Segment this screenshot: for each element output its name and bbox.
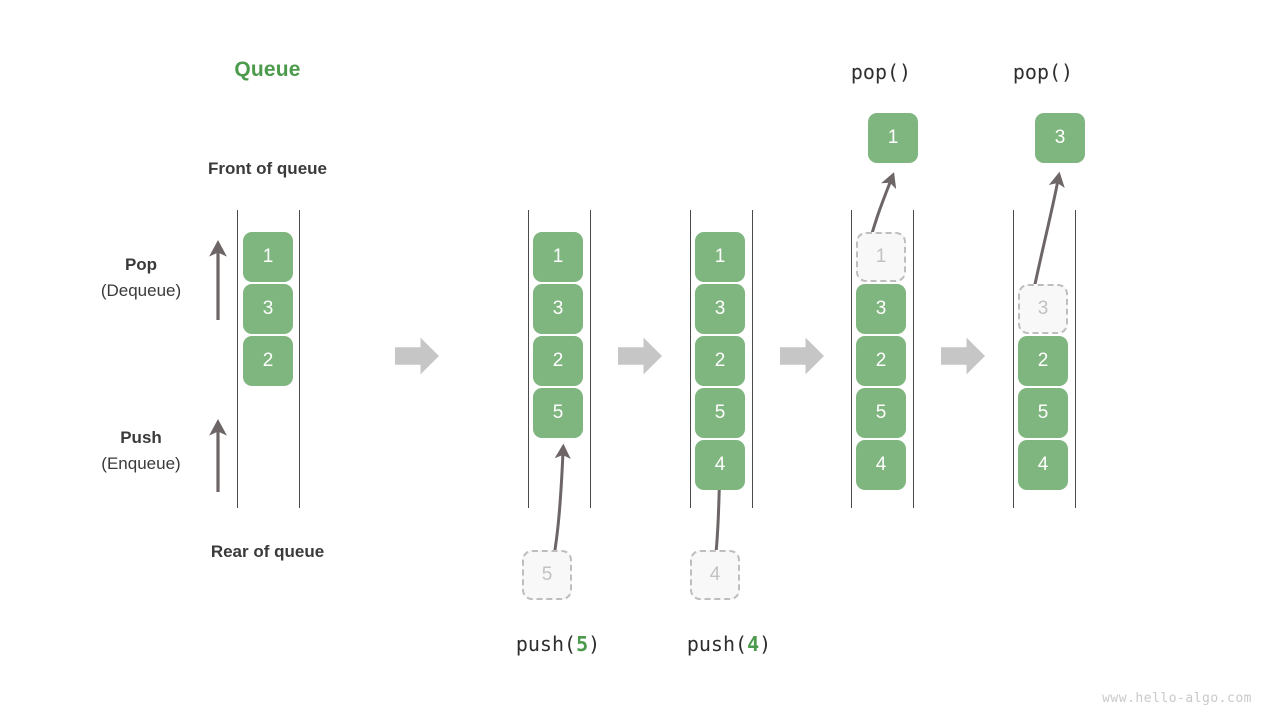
queue-rail-right <box>590 210 591 508</box>
caption-arg: 5 <box>576 632 589 656</box>
push-4-caption: push(4) <box>629 632 829 656</box>
queue-rail-left <box>528 210 529 508</box>
queue-item: 2 <box>695 336 745 386</box>
incoming-ghost-item: 5 <box>522 550 572 600</box>
pop-label-line1: Pop <box>124 255 158 274</box>
push-label-line1: Push <box>120 428 162 447</box>
caption-prefix: push( <box>515 632 577 656</box>
caption-arg: 4 <box>747 632 760 656</box>
queue-rail-right <box>299 210 300 508</box>
caption-suffix: ) <box>759 632 772 656</box>
queue-rail-left <box>1013 210 1014 508</box>
queue-item: 1 <box>533 232 583 282</box>
caption-suffix: ) <box>588 632 601 656</box>
rear-of-queue-label: Rear of queue <box>210 542 325 561</box>
queue-item: 1 <box>695 232 745 282</box>
incoming-ghost-item: 4 <box>690 550 740 600</box>
front-of-queue-label: Front of queue <box>208 159 327 178</box>
queue-rail-right <box>1075 210 1076 508</box>
queue-item: 2 <box>1018 336 1068 386</box>
removed-ghost-item: 1 <box>856 232 906 282</box>
queue-item: 4 <box>856 440 906 490</box>
page-title: Queue <box>234 58 301 81</box>
pop-3-caption: pop() <box>1012 60 1074 84</box>
queue-item: 3 <box>243 284 293 334</box>
push-label-line2: (Enqueue) <box>101 454 181 473</box>
popped-item: 3 <box>1035 113 1085 163</box>
removed-ghost-item: 3 <box>1018 284 1068 334</box>
pop-dequeue-label: Pop (Dequeue) <box>56 252 226 304</box>
queue-rail-left <box>851 210 852 508</box>
push-5-caption: push(5) <box>458 632 658 656</box>
queue-item: 2 <box>533 336 583 386</box>
queue-item: 4 <box>1018 440 1068 490</box>
watermark: www.hello-algo.com <box>1102 691 1252 706</box>
queue-rail-left <box>237 210 238 508</box>
queue-item: 3 <box>695 284 745 334</box>
queue-item: 5 <box>695 388 745 438</box>
pop-1-caption: pop() <box>850 60 912 84</box>
queue-item: 3 <box>533 284 583 334</box>
push-enqueue-label: Push (Enqueue) <box>56 425 226 477</box>
popped-item: 1 <box>868 113 918 163</box>
queue-item-new: 4 <box>695 440 745 490</box>
queue-item: 3 <box>856 284 906 334</box>
queue-item: 1 <box>243 232 293 282</box>
queue-item: 5 <box>856 388 906 438</box>
queue-item: 2 <box>243 336 293 386</box>
pop-label-line2: (Dequeue) <box>100 281 182 300</box>
queue-item: 5 <box>1018 388 1068 438</box>
queue-item: 2 <box>856 336 906 386</box>
queue-rail-right <box>913 210 914 508</box>
queue-item-new: 5 <box>533 388 583 438</box>
queue-rail-left <box>690 210 691 508</box>
caption-prefix: push( <box>686 632 748 656</box>
queue-rail-right <box>752 210 753 508</box>
